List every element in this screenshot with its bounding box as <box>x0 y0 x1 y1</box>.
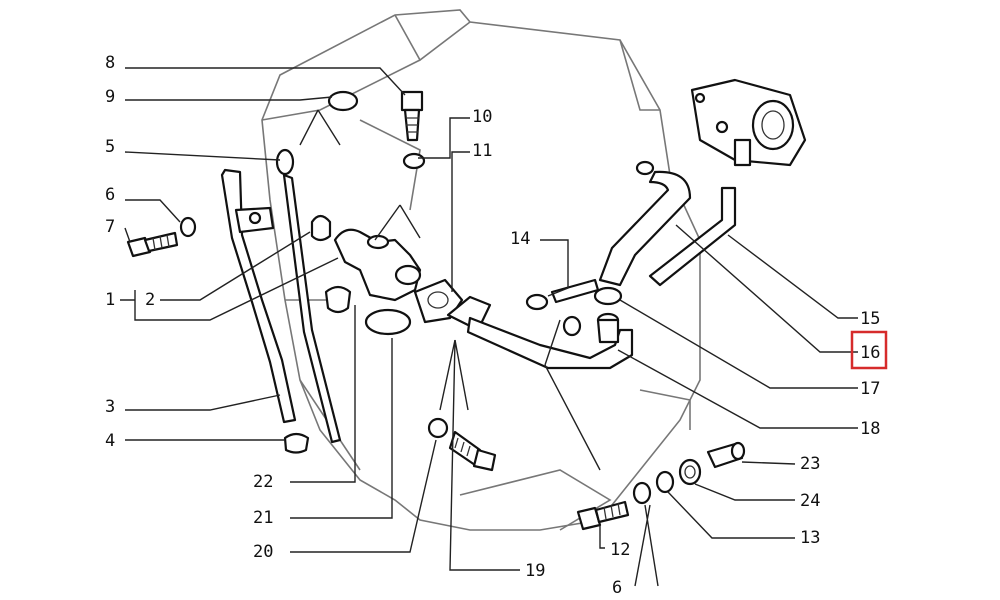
bolt-7 <box>126 231 179 258</box>
label-14: 14 <box>510 229 530 249</box>
label-1: 1 <box>105 290 115 310</box>
leader-lines <box>120 67 858 587</box>
label-12: 12 <box>610 540 630 560</box>
label-13: 13 <box>800 528 820 548</box>
label-20: 20 <box>253 542 273 562</box>
label-10: 10 <box>472 107 492 127</box>
oring-21 <box>364 308 412 336</box>
label-2: 2 <box>145 290 155 310</box>
washer-24 <box>678 458 702 486</box>
bolt-12 <box>576 500 630 531</box>
label-7: 7 <box>105 217 115 237</box>
label-23: 23 <box>800 454 820 474</box>
cap-22 <box>324 285 352 314</box>
throttle-body <box>690 78 807 167</box>
washer-13 <box>655 470 675 494</box>
bolt-19 <box>448 430 497 472</box>
label-6-top: 6 <box>105 185 115 205</box>
washer-6-bottom <box>632 481 652 505</box>
label-11: 11 <box>472 141 492 161</box>
part-labels: 8 9 5 6 7 1 2 3 4 22 21 20 10 11 14 19 1… <box>105 53 880 598</box>
seal-4 <box>283 432 310 454</box>
washer-10 <box>402 152 426 170</box>
label-8: 8 <box>105 53 115 73</box>
label-21: 21 <box>253 508 273 528</box>
hose-end-fitting <box>635 160 655 176</box>
label-18: 18 <box>860 419 880 439</box>
hose-16 <box>598 170 692 287</box>
label-16: 16 <box>860 343 880 363</box>
label-22: 22 <box>253 472 273 492</box>
spacer-23 <box>706 441 746 469</box>
plug-2 <box>310 214 332 242</box>
label-3: 3 <box>105 397 115 417</box>
label-19: 19 <box>525 561 545 581</box>
label-15: 15 <box>860 309 880 329</box>
hose-15 <box>648 186 737 287</box>
washer-20 <box>427 417 449 439</box>
clamp-17 <box>593 286 623 306</box>
seal-9 <box>327 90 359 112</box>
clamp-14 <box>525 293 549 311</box>
label-6-bottom: 6 <box>612 578 622 598</box>
label-5: 5 <box>105 137 115 157</box>
label-9: 9 <box>105 87 115 107</box>
highlight-box-16 <box>850 330 888 370</box>
label-24: 24 <box>800 491 820 511</box>
dipstick <box>275 148 342 444</box>
coolant-pipe-flange <box>446 295 634 370</box>
label-17: 17 <box>860 379 880 399</box>
bolt-8 <box>400 90 424 142</box>
washer-6-left <box>179 216 197 238</box>
label-4: 4 <box>105 431 115 451</box>
